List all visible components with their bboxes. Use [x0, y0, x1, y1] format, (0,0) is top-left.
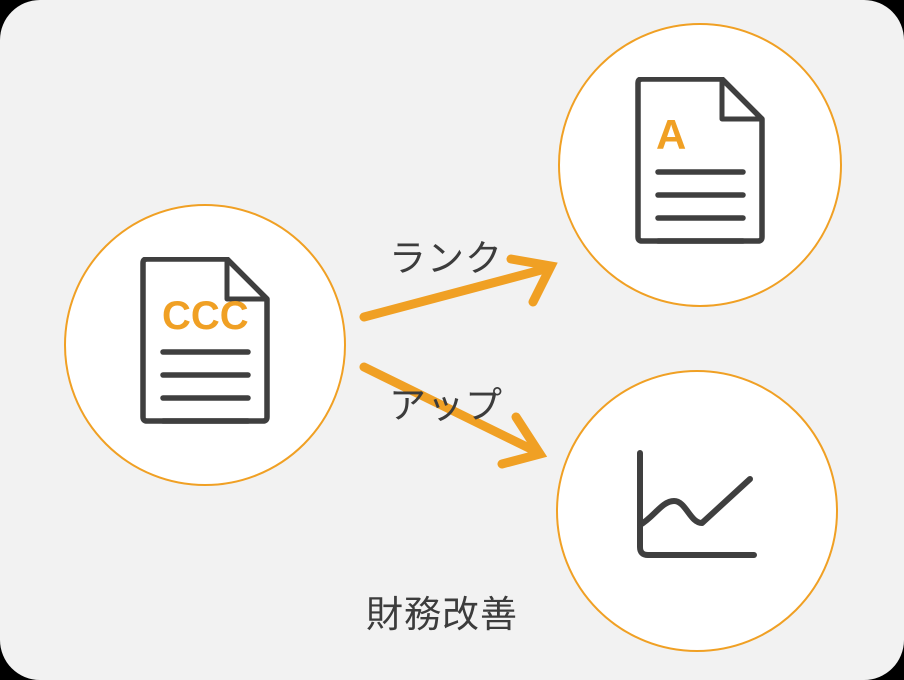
document-badge-label: CCC	[162, 294, 249, 338]
line-chart-icon	[632, 449, 762, 574]
edge-label-rank-up-line2: アップ	[389, 385, 503, 426]
node-financial-chart[interactable]	[556, 370, 838, 652]
document-badge-label: A	[656, 111, 686, 158]
edge-label-rank-up-line1: ランク	[389, 238, 503, 279]
document-content-lines	[655, 168, 746, 244]
node-rank-a[interactable]: A	[558, 23, 842, 307]
chart-axes	[637, 449, 757, 558]
page-fold	[224, 258, 267, 301]
chart-trend-line	[637, 475, 753, 528]
document-content-lines	[160, 348, 251, 424]
node-source-ccc[interactable]: CCC	[64, 204, 346, 486]
edge-label-financial-improvement: 財務改善	[366, 492, 518, 680]
document-a-icon: A	[630, 75, 770, 254]
edge-label-rank-up: ランク アップ	[389, 136, 503, 528]
page-fold	[719, 78, 762, 121]
document-ccc-icon: CCC	[135, 255, 275, 434]
edge-label-financial-improvement-line1: 財務改善	[366, 594, 518, 635]
